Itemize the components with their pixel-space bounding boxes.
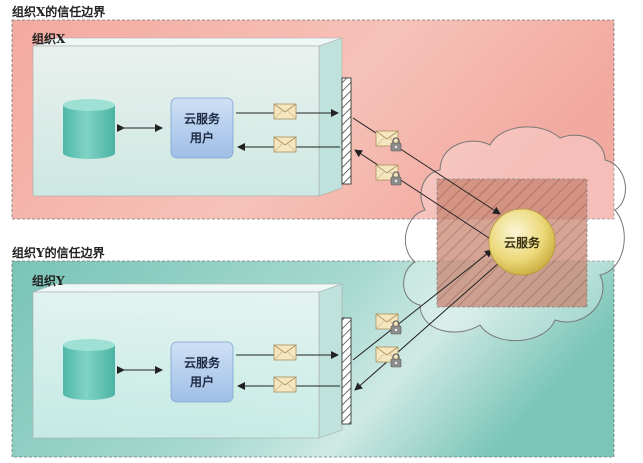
- cloud-service-node: [488, 208, 556, 276]
- cloud-user-x-line1: 云服务: [183, 112, 220, 126]
- cloud-user-y-box: [170, 341, 234, 403]
- org-y-label: 组织Y: [32, 274, 65, 288]
- envelope-icon: [273, 103, 297, 120]
- cloud-user-y-label: 云服务 用户: [170, 354, 234, 392]
- cloud-user-x-label: 云服务 用户: [170, 110, 234, 148]
- cloud-service-label: 云服务: [503, 236, 540, 250]
- envelope-icon: [273, 344, 297, 361]
- org-y-boundary-title: 组织Y的信任边界: [12, 246, 105, 260]
- envelope-icon: [273, 376, 297, 393]
- org-x-boundary-title: 组织X的信任边界: [12, 5, 106, 19]
- database-icon: [63, 99, 115, 159]
- cloud-user-y-line1: 云服务: [183, 356, 220, 370]
- firewall-icon: [341, 317, 352, 425]
- service-to-fw-y-arrow: [354, 261, 501, 391]
- firewall-icon: [341, 77, 352, 185]
- org-x-label: 组织X: [32, 32, 66, 46]
- org-x-system-box: [32, 37, 343, 197]
- envelope-icon: [273, 136, 297, 153]
- cloud-user-x-line2: 用户: [189, 131, 214, 145]
- cloud-user-y-line2: 用户: [189, 375, 214, 389]
- fw-y-to-service-arrow: [352, 249, 493, 361]
- cloud-user-x-box: [170, 97, 234, 159]
- database-icon: [63, 339, 115, 400]
